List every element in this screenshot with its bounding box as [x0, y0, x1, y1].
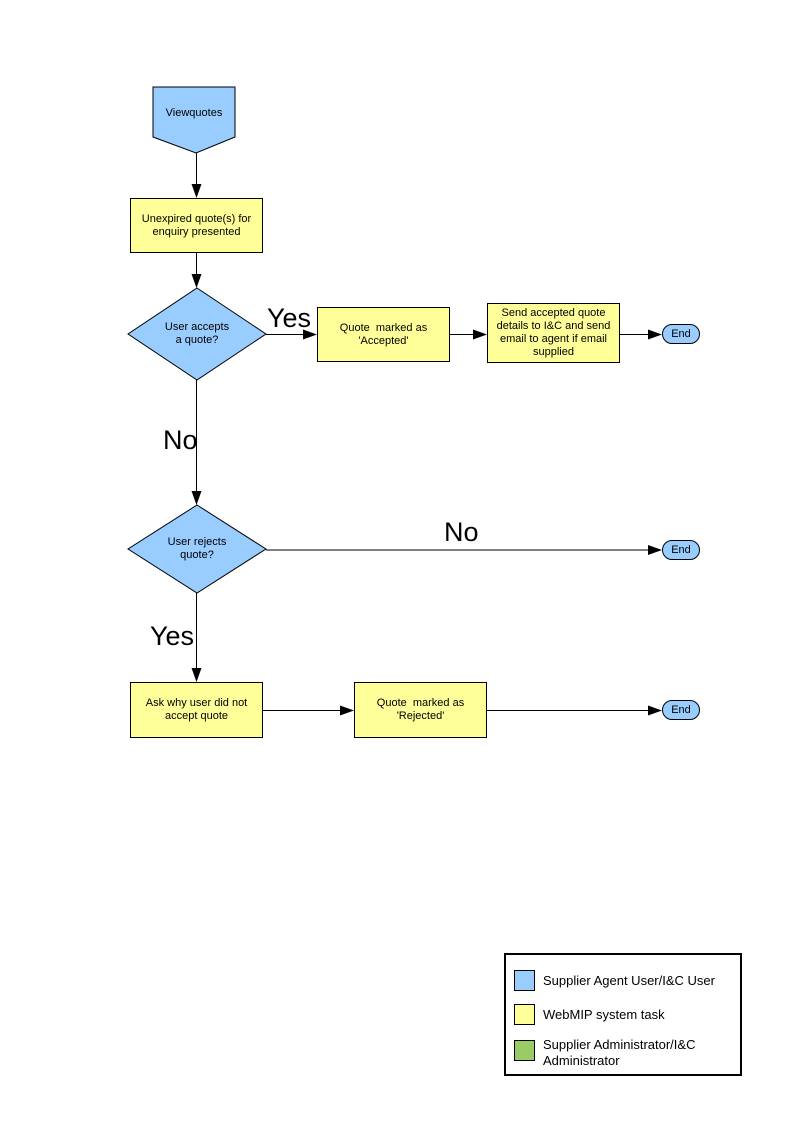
task-ask-why-label: Ask why user did not accept quote [145, 697, 251, 722]
task-unexpired-label: Unexpired quote(s) for enquiry presented [141, 212, 255, 238]
end-rejected-label: End [671, 704, 691, 716]
end-node-rejected-path: End [662, 700, 700, 720]
edge-label-yes-reject: Yes [150, 621, 195, 651]
edge-label-yes-accept: Yes [267, 303, 312, 333]
decision-accepts-label: User accepts a quote? [164, 321, 233, 346]
task-quote-marked-accepted: Quote marked as 'Accepted' [317, 307, 450, 362]
end-node-accept-path: End [662, 324, 700, 344]
legend-label-supplier-administrator: Supplier Administrator/I&C Administrator [543, 1037, 696, 1068]
task-send-label: Send accepted quote details to I&C and s… [496, 307, 614, 358]
decision-user-rejects-quote: User rejects quote? [162, 505, 232, 593]
task-send-accepted-quote-details: Send accepted quote details to I&C and s… [487, 303, 620, 363]
legend-label-webmip-system-task: WebMIP system task [543, 1006, 665, 1022]
task-ask-why-not-accept: Ask why user did not accept quote [130, 682, 263, 738]
legend-label-supplier-agent-user: Supplier Agent User/I&C User [543, 972, 715, 988]
task-rejected-label: Quote marked as 'Rejected' [376, 697, 468, 722]
start-node-viewquotes: Viewquotes [153, 90, 235, 136]
legend-box: Supplier Agent User/I&C User WebMIP syst… [504, 953, 742, 1076]
end-accept-label: End [671, 328, 691, 340]
decision-user-accepts-quote: User accepts a quote? [162, 288, 232, 380]
task-unexpired-quotes-presented: Unexpired quote(s) for enquiry presented [130, 198, 263, 253]
legend-swatch-supplier-agent-user [514, 970, 535, 991]
legend-swatch-webmip-system-task [514, 1004, 535, 1025]
start-pentagon-shape [152, 86, 236, 154]
start-node-label: Viewquotes [165, 106, 223, 119]
edge-label-no-reject: No [444, 517, 479, 547]
task-quote-marked-rejected: Quote marked as 'Rejected' [354, 682, 487, 738]
decision-rejects-label: User rejects quote? [167, 536, 230, 561]
task-accepted-label: Quote marked as 'Accepted' [339, 321, 431, 347]
edge-label-no-accept: No [163, 425, 198, 455]
legend-swatch-supplier-administrator [514, 1040, 535, 1061]
end-reject-no-label: End [671, 544, 691, 556]
end-node-reject-no-path: End [662, 540, 700, 560]
